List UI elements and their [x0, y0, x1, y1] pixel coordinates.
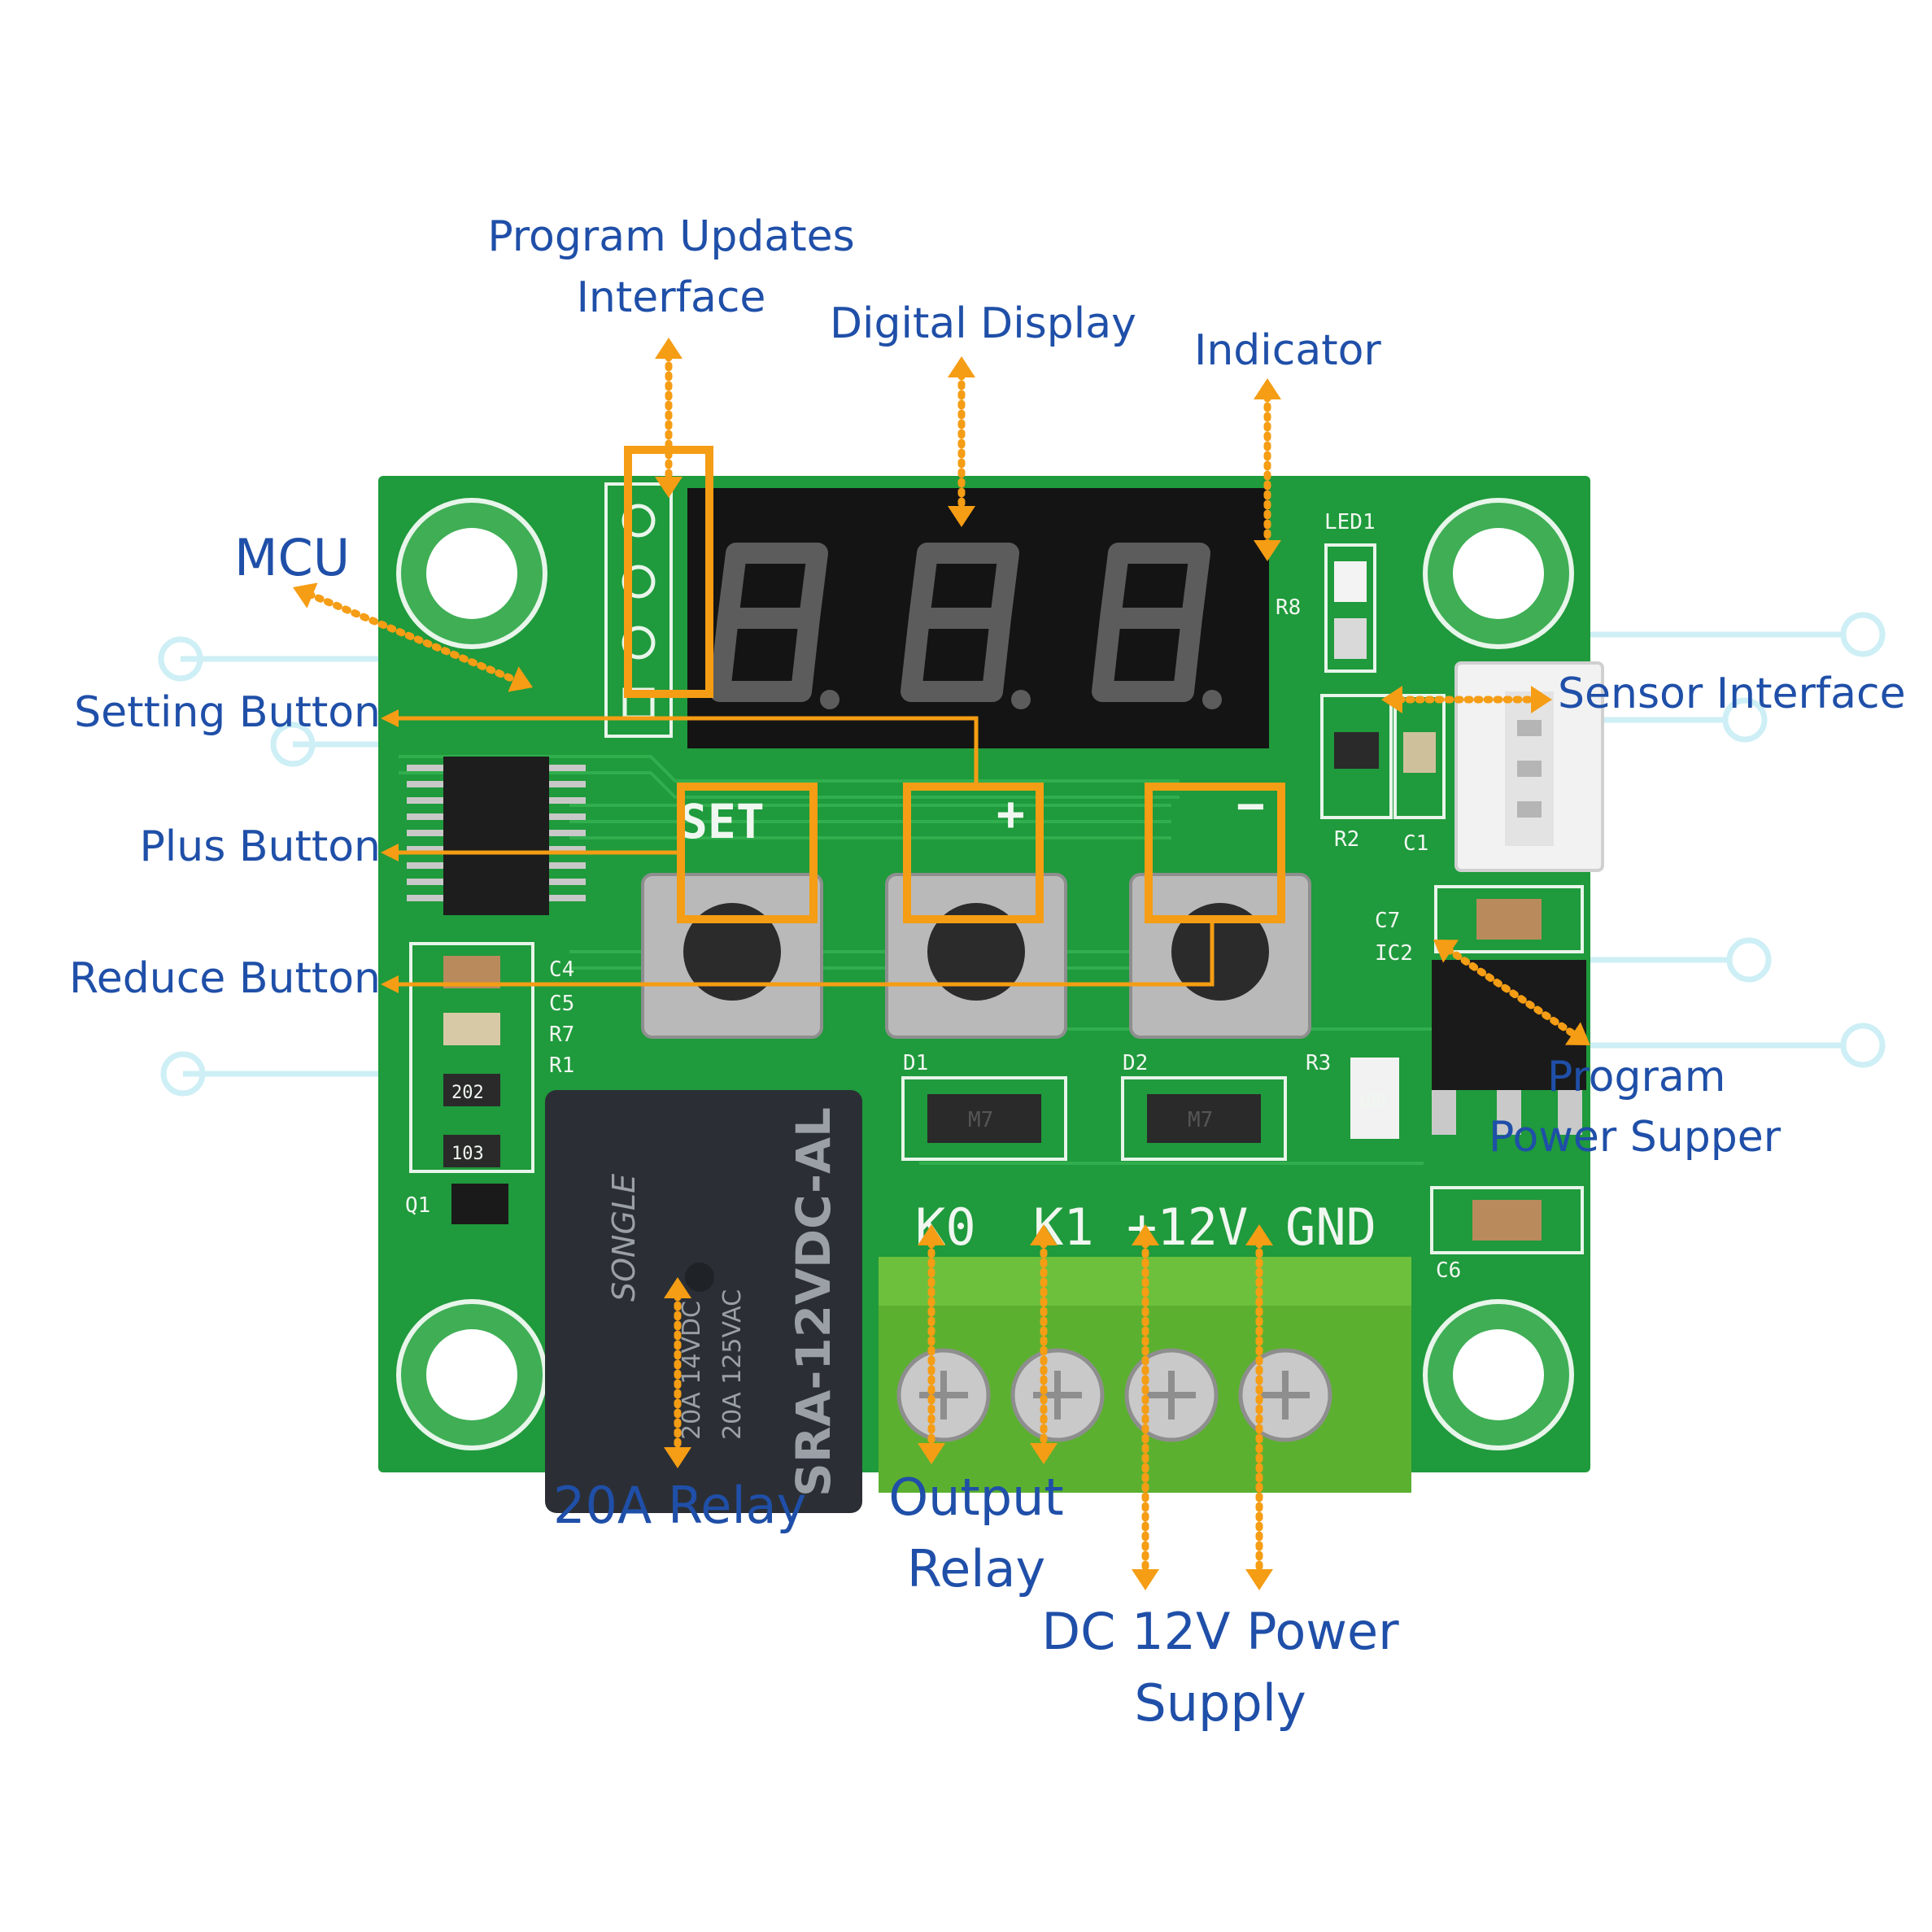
silk-r1: R1 [549, 1053, 574, 1078]
diode-mark-d1: M7 [968, 1108, 993, 1132]
arrow-power-gnd [1245, 1224, 1273, 1590]
mcu-chip [407, 757, 586, 915]
arrow-mcu [293, 582, 533, 692]
label-mcu: MCU [234, 528, 351, 587]
label-program-power-2: Power Supper [1489, 1113, 1782, 1162]
terminal-label-k0: K0 [915, 1197, 976, 1257]
silk-r8: R8 [1276, 595, 1301, 620]
relay-brand: SONGLE [606, 1174, 642, 1302]
arrow-program-updates [655, 338, 683, 498]
mounting-holes [396, 498, 1574, 1450]
silk-r2: R2 [1334, 827, 1359, 852]
silk-c7: C7 [1375, 909, 1400, 933]
box-plus-button [903, 783, 1044, 923]
diode-mark-d2: M7 [1188, 1108, 1213, 1132]
arrow-program-power [1433, 940, 1590, 1045]
silk-c4: C4 [549, 957, 574, 982]
silk-c6: C6 [1436, 1258, 1461, 1283]
btn-label-set: SET [679, 794, 765, 849]
box-reduce-button [1145, 783, 1285, 923]
relay-text: SRA-12VDC-AL SONGLE 20A 14VDC 20A 125VAC [606, 1107, 841, 1497]
silk-led1: LED1 [1324, 510, 1376, 534]
relay-rating-ac: 20A 125VAC [718, 1289, 747, 1440]
silk-q1: Q1 [405, 1193, 430, 1218]
silk-ic2: IC2 [1375, 941, 1413, 966]
label-digital-display: Digital Display [830, 299, 1136, 348]
resistor-code-100: 100 [1357, 1091, 1386, 1110]
label-program-power-1: Program [1547, 1053, 1726, 1101]
arrow-sensor-interface [1381, 686, 1552, 713]
arrow-indicator [1254, 378, 1281, 561]
diodes [901, 1076, 1287, 1161]
leader-reduce [386, 917, 1215, 987]
label-output-relay-2: Relay [906, 1539, 1046, 1598]
label-indicator: Indicator [1194, 326, 1381, 375]
arrow-output-k1 [1030, 1224, 1058, 1464]
arrow-power-12v [1132, 1224, 1159, 1590]
label-program-updates-1: Program Updates [487, 212, 855, 261]
arrow-output-k0 [918, 1224, 945, 1464]
btn-label-plus: + [997, 786, 1025, 841]
silk-r7: R7 [549, 1023, 574, 1047]
smd-components-left [409, 942, 534, 1224]
leader-setting [386, 716, 979, 789]
status-led [1324, 543, 1376, 673]
label-20a-relay: 20A Relay [553, 1476, 807, 1535]
seven-segment-digits [709, 543, 1210, 702]
arrow-20a-relay [664, 1277, 691, 1468]
label-output-relay-1: Output [888, 1468, 1064, 1527]
tactile-buttons [641, 873, 1311, 1039]
label-sensor-interface: Sensor Interface [1558, 669, 1906, 718]
digital-display [687, 488, 1269, 748]
terminal-label-gnd: GND [1285, 1197, 1376, 1257]
relay-rating-dc: 20A 14VDC [678, 1301, 706, 1440]
label-reduce-button: Reduce Button [68, 954, 381, 1003]
silk-d2: D2 [1123, 1051, 1148, 1075]
sensor-connector [1454, 661, 1604, 872]
label-program-updates-2: Interface [576, 273, 766, 322]
arrow-digital-display [948, 356, 975, 527]
label-plus-button: Plus Button [139, 822, 381, 871]
silk-d1: D1 [903, 1051, 928, 1075]
dotted-arrows [293, 338, 1590, 1590]
silk-r3: R3 [1306, 1051, 1331, 1075]
resistor-code-103: 103 [451, 1144, 484, 1164]
silk-c1: C1 [1403, 831, 1428, 856]
relay [545, 1090, 862, 1513]
label-dc-power-1: DC 12V Power [1041, 1602, 1399, 1661]
smd-components-right [1320, 694, 1586, 1254]
label-setting-button: Setting Button [74, 688, 381, 737]
label-dc-power-2: Supply [1134, 1673, 1306, 1733]
silk-c5: C5 [549, 992, 574, 1016]
silkscreen-text: SET + − LED1 R8 R2 C1 C7 IC2 C4 C5 R7 R1… [405, 510, 1461, 1283]
resistor-code-202: 202 [451, 1083, 484, 1103]
leader-lines [386, 716, 1215, 987]
relay-model: SRA-12VDC-AL [786, 1107, 841, 1497]
